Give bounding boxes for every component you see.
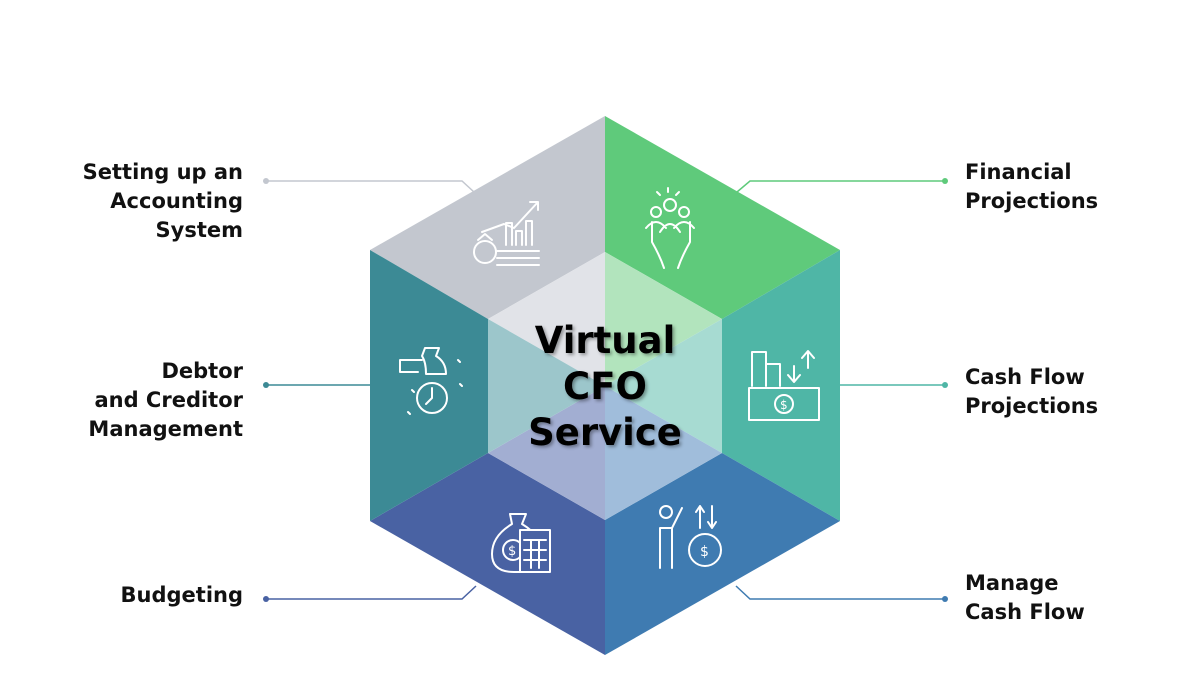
label-line: Cash Flow (965, 365, 1085, 389)
connector-financial (736, 180, 945, 193)
label-line: Projections (965, 394, 1099, 418)
segment-outer-debtor-creditor (370, 250, 488, 521)
label-line: System (155, 218, 243, 242)
label-manage-cash-flow: Manage Cash Flow (965, 569, 1085, 627)
segment-inner-debtor-creditor (488, 319, 605, 453)
segment-inner-budgeting (488, 386, 605, 520)
connector-dot (263, 382, 269, 388)
connector-budgeting (266, 585, 477, 600)
label-line: Management (88, 417, 243, 441)
connector-dot (263, 178, 269, 184)
label-line: Budgeting (120, 583, 243, 607)
segment-outer-budgeting (370, 453, 605, 655)
title-line: CFO (563, 365, 647, 408)
segment-outer-manage-cashflow (605, 453, 840, 655)
person-coin-arrows-icon: $ (659, 505, 722, 569)
svg-text:$: $ (700, 544, 709, 560)
coins-banknote-arrows-icon: $ (748, 350, 820, 421)
segment-inner-cashflow-proj (605, 319, 722, 453)
label-budgeting: Budgeting (121, 581, 243, 610)
title-line: Virtual (534, 319, 676, 362)
segment-inner-manage-cashflow (605, 386, 722, 520)
label-financial-projections: Financial Projections (965, 158, 1098, 216)
connector-accounting (266, 180, 475, 193)
title-line: Service (528, 411, 682, 454)
svg-text:$: $ (780, 398, 788, 412)
label-line: Accounting (110, 189, 243, 213)
segment-inner-financial (605, 252, 722, 386)
label-line: Projections (965, 189, 1099, 213)
label-cash-flow-projections: Cash Flow Projections (965, 363, 1098, 421)
connector-dot (263, 596, 269, 602)
label-line: and Creditor (94, 388, 243, 412)
segment-inner-accounting (488, 252, 605, 386)
svg-text:$: $ (508, 544, 516, 559)
label-line: Financial (965, 160, 1072, 184)
hand-money-bag-clock-icon (399, 347, 463, 415)
label-line: Manage (965, 571, 1059, 595)
label-line: Setting up an (82, 160, 243, 184)
money-bag-calculator-icon: $ (491, 513, 551, 573)
segment-outer-accounting (370, 116, 605, 319)
hands-holding-people-icon (645, 187, 695, 269)
label-line: Cash Flow (965, 600, 1085, 624)
label-debtor-creditor: Debtor and Creditor Management (88, 357, 243, 444)
money-bag-growth-chart-icon (473, 201, 540, 266)
connector-dot (942, 178, 948, 184)
connector-manage (735, 585, 945, 600)
connector-dot (942, 596, 948, 602)
label-accounting-system: Setting up an Accounting System (83, 158, 243, 245)
label-line: Debtor (161, 359, 243, 383)
center-title: Virtual CFO Service (505, 318, 705, 456)
connector-dot (942, 382, 948, 388)
